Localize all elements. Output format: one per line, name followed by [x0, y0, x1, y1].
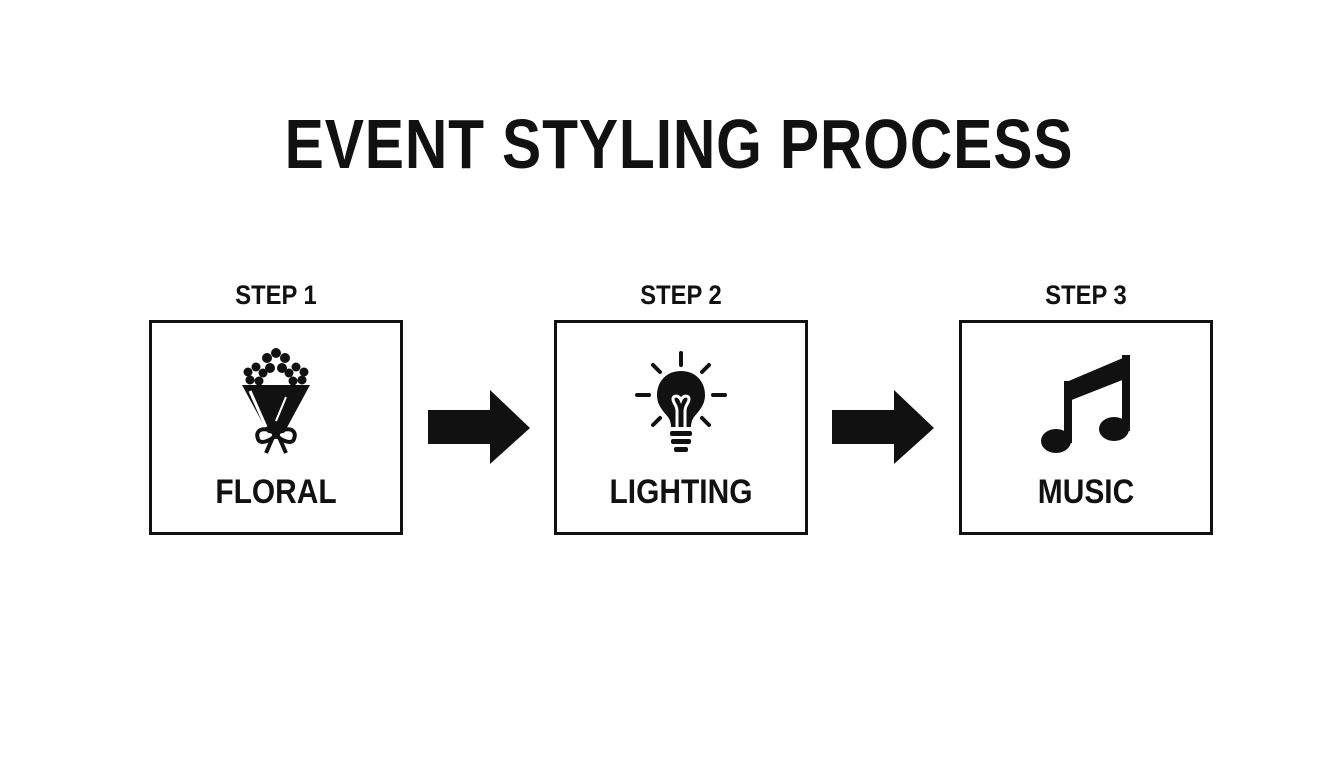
music-note-icon: [1036, 337, 1136, 457]
flower-bouquet-icon: [226, 337, 326, 457]
step-1-box: FLORAL: [149, 320, 403, 535]
step-3-box: MUSIC: [959, 320, 1213, 535]
arrow-right-icon: [832, 388, 936, 468]
diagram-title: EVENT STYLING PROCESS: [284, 105, 1074, 183]
step-1-label: STEP 1: [235, 280, 317, 310]
arrow-right-icon: [428, 388, 532, 468]
step-2-name: LIGHTING: [609, 473, 753, 511]
light-bulb-icon: [631, 337, 731, 457]
step-3-label: STEP 3: [1045, 280, 1127, 310]
step-2-label: STEP 2: [640, 280, 722, 310]
step-1-name: FLORAL: [215, 473, 337, 511]
step-3-name: MUSIC: [1037, 473, 1135, 511]
step-2-box: LIGHTING: [554, 320, 808, 535]
